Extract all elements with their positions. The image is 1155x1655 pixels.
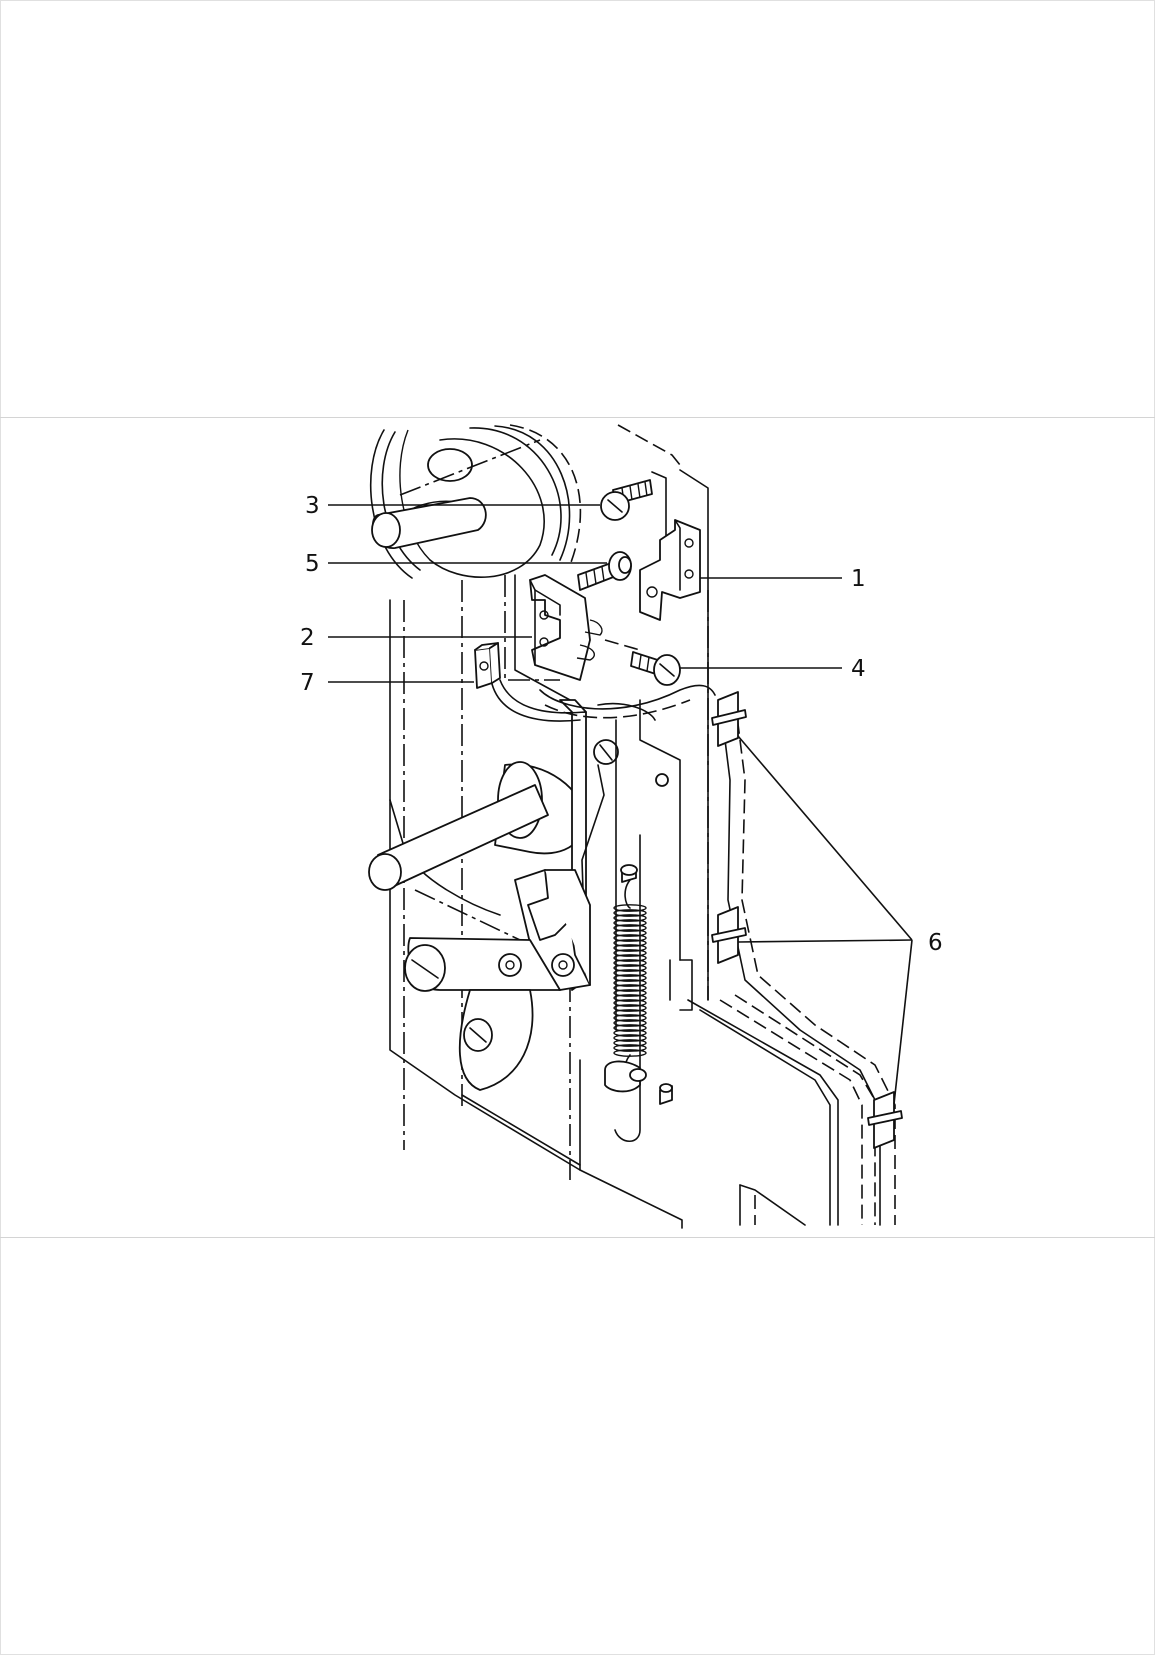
spring-coil xyxy=(613,919,647,927)
spring-coil xyxy=(613,994,647,1002)
spring-coil xyxy=(613,904,647,912)
spring-coil xyxy=(613,964,647,972)
part-1-bracket xyxy=(639,519,701,621)
spring-coil xyxy=(613,929,647,937)
spring-coil xyxy=(613,914,647,922)
callout-5: 5 xyxy=(305,551,320,577)
spring-coil xyxy=(613,1014,647,1022)
spring-coil xyxy=(613,954,647,962)
part-4-screw xyxy=(604,639,681,686)
spring-coil xyxy=(613,1024,647,1032)
part-3-screw xyxy=(600,471,667,546)
callout-2: 2 xyxy=(300,625,315,651)
spring-coil xyxy=(613,1019,647,1027)
leader-lines xyxy=(328,504,913,1105)
spring-coil xyxy=(613,1009,647,1017)
spring-coil xyxy=(613,1039,647,1047)
spring-coil xyxy=(613,974,647,982)
tension-spring xyxy=(604,864,673,1105)
spring-coil xyxy=(613,999,647,1007)
spring-coil xyxy=(613,959,647,967)
spring-coil xyxy=(613,1034,647,1042)
spring-coil xyxy=(613,989,647,997)
spring-coil xyxy=(613,939,647,947)
callout-4: 4 xyxy=(851,656,866,682)
spring-coil xyxy=(613,1044,647,1052)
spring-coil xyxy=(613,969,647,977)
part-7-block xyxy=(474,642,586,722)
callout-6: 6 xyxy=(928,930,943,956)
part-2-plate xyxy=(529,574,603,681)
section-divider-bottom xyxy=(0,1237,1155,1238)
part-5-screw xyxy=(577,551,632,591)
spring-coil xyxy=(613,979,647,987)
spring-coil xyxy=(613,1029,647,1037)
spring-coil xyxy=(613,949,647,957)
callout-1: 1 xyxy=(851,566,866,592)
callout-3: 3 xyxy=(305,493,320,519)
spring-coil xyxy=(613,924,647,932)
latch-cam xyxy=(404,869,591,1091)
part-6-clips xyxy=(711,691,903,1149)
pulley-wheel xyxy=(369,424,582,579)
spring-coil xyxy=(613,934,647,942)
callout-labels: 3 5 1 2 4 7 6 xyxy=(300,493,943,956)
spring-coil xyxy=(613,909,647,917)
spring-coil xyxy=(613,1004,647,1012)
spring-coil xyxy=(613,944,647,952)
section-divider-top xyxy=(0,417,1155,418)
callout-7: 7 xyxy=(300,670,315,696)
spring-coil xyxy=(613,984,647,992)
